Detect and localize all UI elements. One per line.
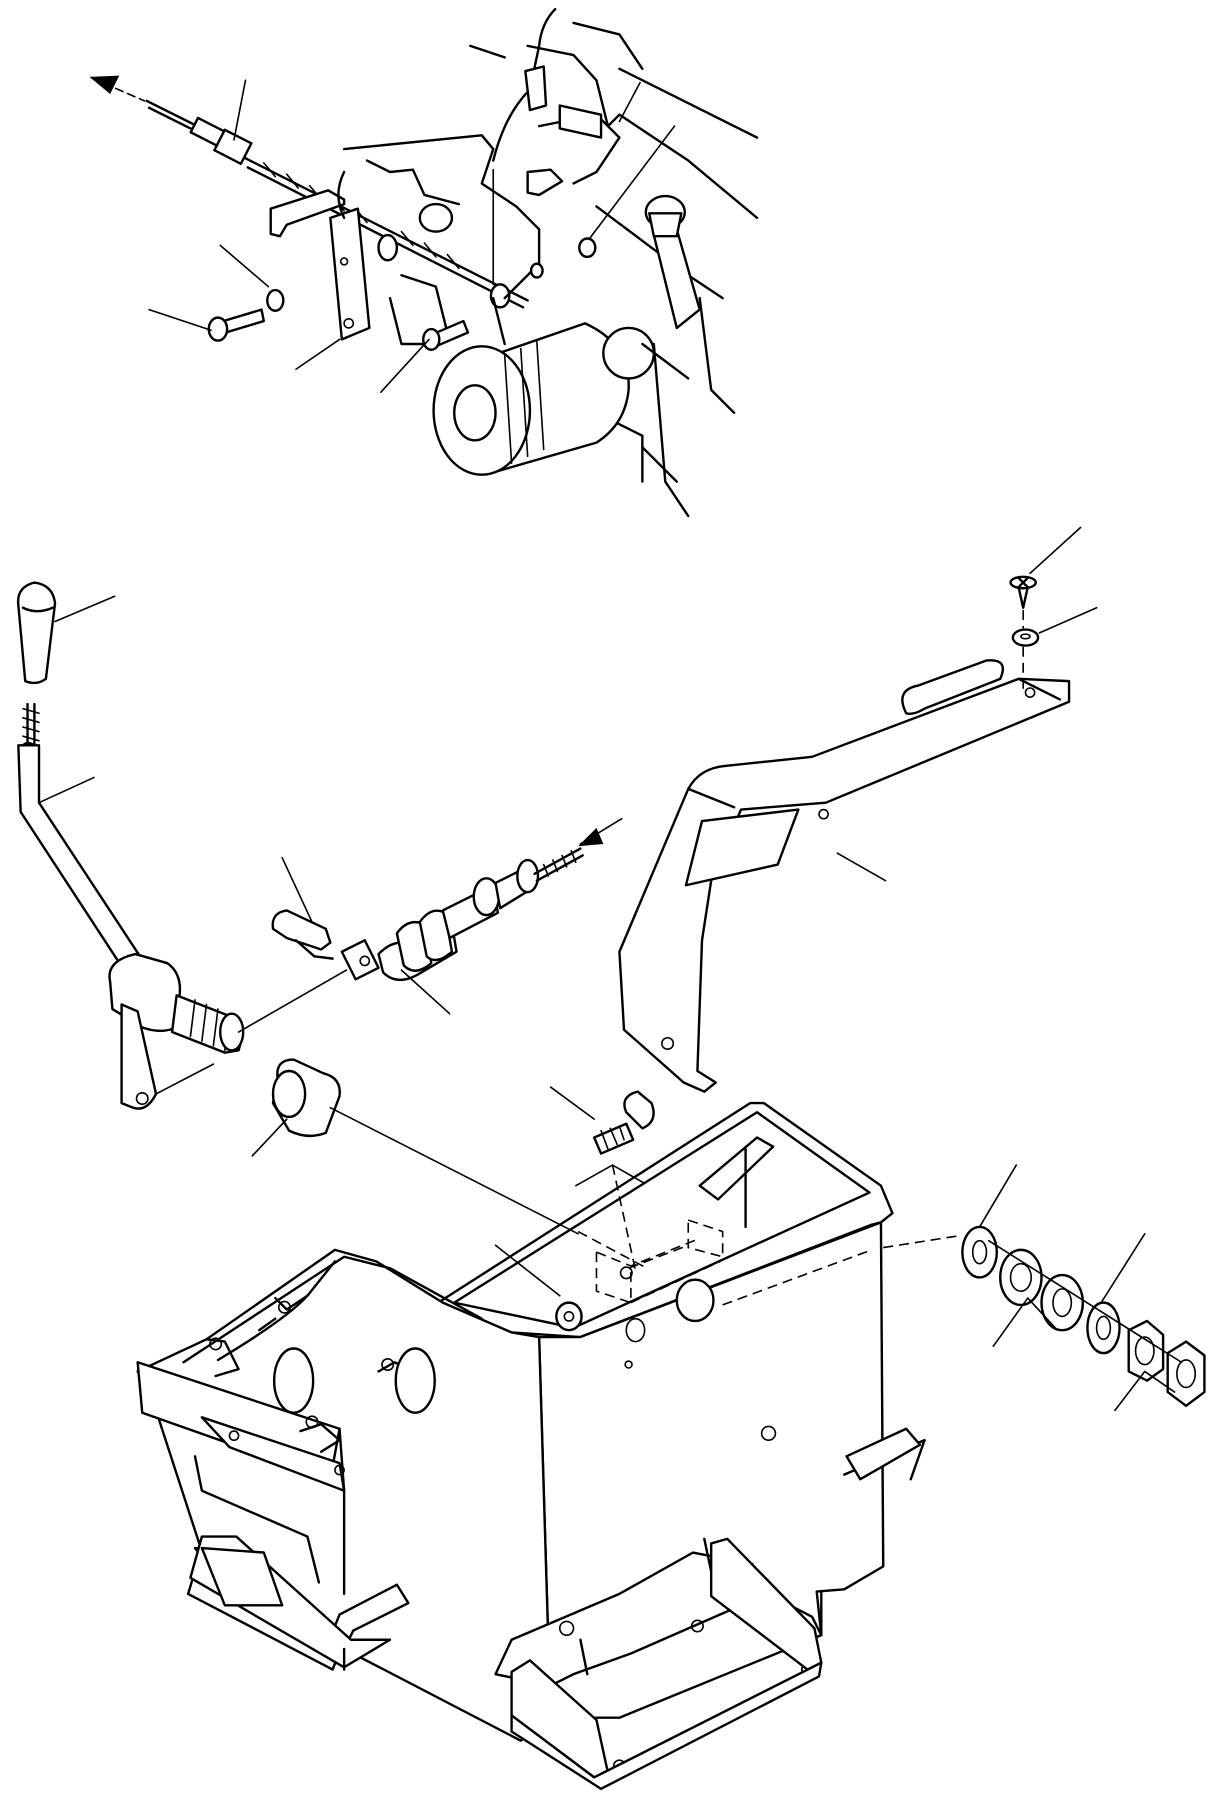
oil-filter xyxy=(434,323,629,474)
throttle-cable-upper xyxy=(147,101,528,307)
throttle-cable-lower xyxy=(239,849,583,1032)
bolt-and-washer-left xyxy=(209,290,284,340)
axis-line-bushing xyxy=(330,1108,578,1234)
direction-arrow-up-left xyxy=(89,75,144,101)
top-washer xyxy=(1013,608,1097,695)
lever-stud xyxy=(23,704,39,745)
direction-arrow-down-left xyxy=(578,819,622,847)
clevis-pin xyxy=(273,858,333,959)
washer-nut-stack xyxy=(883,1165,1204,1410)
lever-bushing xyxy=(252,1060,339,1156)
engine-housing xyxy=(338,9,757,516)
throttle-lever xyxy=(18,743,243,1109)
leader-lines-upper xyxy=(149,80,674,392)
bolt-center xyxy=(423,321,468,350)
dipstick-cap xyxy=(646,196,700,328)
cable-bracket xyxy=(271,190,370,339)
inner-nut xyxy=(496,1245,582,1330)
lever-mounting-bracket xyxy=(619,660,1069,1091)
control-pedestal xyxy=(138,1103,925,1789)
countersunk-screw xyxy=(1011,527,1081,607)
lever-knob xyxy=(18,583,115,683)
pedestal-boss xyxy=(626,1280,713,1342)
small-nut-right xyxy=(531,239,595,278)
cap-screw xyxy=(551,1087,654,1186)
upper-engine-assembly xyxy=(89,9,757,516)
hidden-nut-block xyxy=(578,1165,872,1305)
housing-knob xyxy=(603,328,688,378)
